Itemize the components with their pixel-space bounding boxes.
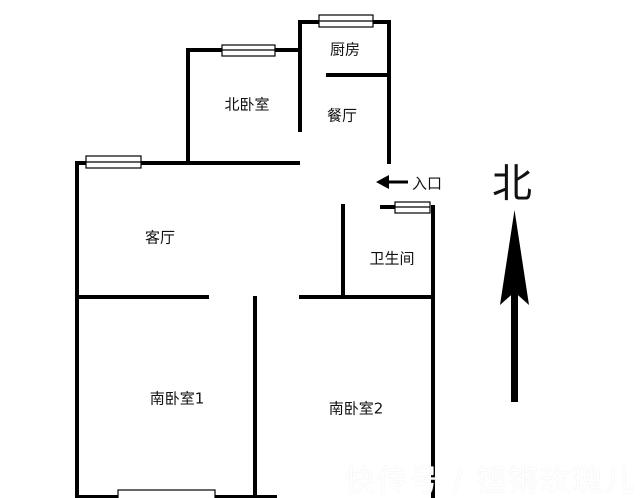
window (117, 489, 216, 498)
room-label-south-bedroom-1: 南卧室1 (149, 389, 205, 408)
room-label-dining: 餐厅 (326, 106, 358, 125)
entrance-label: 入口 (411, 174, 443, 193)
entrance-arrow-icon (376, 175, 408, 189)
room-label-north-bedroom: 北卧室 (224, 95, 270, 114)
north-label: 北 (492, 161, 532, 207)
north-arrow-icon (500, 210, 529, 402)
room-label-living: 客厅 (144, 228, 176, 247)
watermark: 快传号 / 铿锵玫瑰儿 (345, 464, 637, 498)
room-label-south-bedroom-2: 南卧室2 (328, 399, 384, 418)
room-label-kitchen: 厨房 (329, 40, 361, 59)
room-label-bathroom: 卫生间 (369, 249, 415, 268)
